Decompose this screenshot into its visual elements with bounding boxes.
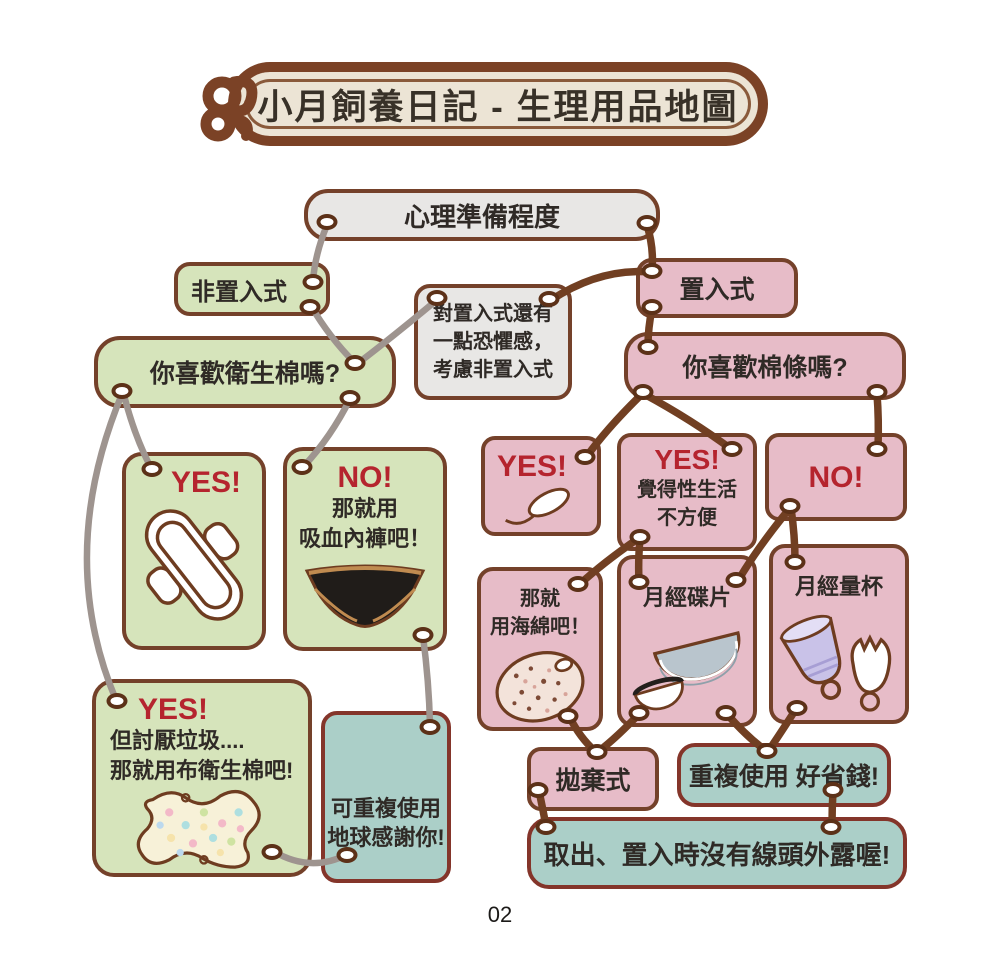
page-number: 02 [487,902,513,927]
grommet [629,529,651,545]
grommet [628,705,650,721]
sanitary-pad-icon [144,509,244,621]
node-line: 對置入式還有 [433,303,553,325]
node-label: 月經量杯 [794,574,883,599]
grommet [756,743,778,759]
grommet [419,719,441,735]
node-line: 那就用布衛生棉吧! [110,757,294,783]
grommet [535,819,557,835]
sponge-icon [495,651,585,723]
node-sponge: 那就 用海綿吧！ [477,567,603,731]
grommet [822,782,844,798]
grommet [632,384,654,400]
grommet [316,214,338,230]
node-label: 拋棄式 [555,767,631,795]
node-pad-yes: YES! [122,452,266,650]
period-underwear-icon [304,564,426,629]
grommet [567,576,589,592]
node-line: 覺得性生活 [637,478,737,501]
grommet [344,355,366,371]
node-line: 吸血內褲吧！ [298,525,431,551]
node-label: 你喜歡衛生棉嗎? [149,360,341,388]
grommet [779,498,801,514]
node-label: 心理準備程度 [403,201,560,232]
grommet [412,627,434,643]
answer-label: YES! [138,693,209,726]
title-banner: 小月飼養日記 - 生理用品地圖 [228,62,768,146]
node-label: 你喜歡棉條嗎? [682,354,848,382]
node-tampon-yes: YES! [481,436,601,536]
cloth-pad-icon [136,790,261,870]
node-label: 月經碟片 [642,585,731,610]
grommet [628,574,650,590]
grommet [786,700,808,716]
grommet [527,782,549,798]
grommet [866,384,888,400]
tampon-icon [504,487,570,525]
node-line: 考慮非置入式 [433,359,553,381]
grommet [641,263,663,279]
grommet [299,299,321,315]
grommet [725,572,747,588]
grommet [339,390,361,406]
node-label: 取出、置入時沒有線頭外露喔! [543,839,891,870]
node-no-string: 取出、置入時沒有線頭外露喔! [527,817,907,889]
grommet [106,693,128,709]
answer-label: NO! [808,460,864,494]
grommet [784,554,806,570]
grommet [141,461,163,477]
grommet [557,708,579,724]
node-label: 置入式 [679,276,755,304]
node-line: 用海綿吧！ [490,616,590,638]
grommet [721,441,743,457]
node-q-tampon: 你喜歡棉條嗎? [624,332,906,400]
answer-label: YES! [170,466,242,499]
grommet [586,744,608,760]
node-label: 非置入式 [191,278,287,306]
grommet [302,274,324,290]
grommet [426,290,448,306]
grommet [111,383,133,399]
answer-label: YES! [497,450,568,483]
grommet [636,215,658,231]
node-line: 一點恐懼感， [433,331,553,353]
grommet [866,441,888,457]
node-line: 那就 [520,588,560,610]
string [83,390,126,704]
menstrual-cup-icon [779,614,892,712]
grommet [820,819,842,835]
node-line: 不方便 [657,506,717,529]
grommet [261,844,283,860]
grommet [641,299,663,315]
grommet [574,449,596,465]
node-insert: 置入式 [636,258,798,318]
node-line: 地球感謝你! [327,825,445,851]
rope-knot-icon [200,75,258,142]
node-pad-no: NO! 那就用 吸血內褲吧！ [283,447,447,651]
node-line: 可重複使用 [330,795,441,821]
node-line: 但討厭垃圾.... [110,728,245,753]
node-cup: 月經量杯 [769,544,909,724]
grommet [637,339,659,355]
node-label: 重複使用 好省錢! [688,763,880,791]
answer-label: NO! [337,461,393,494]
node-line: 那就用 [331,496,398,521]
grommet [715,705,737,721]
grommet [291,459,313,475]
answer-label: YES! [654,444,720,475]
menstrual-disc-icon [632,630,741,710]
node-root: 心理準備程度 [304,189,660,241]
page-title: 小月飼養日記 - 生理用品地圖 [257,87,739,127]
node-reusable-money: 重複使用 好省錢! [677,743,891,807]
grommet [336,847,358,863]
grommet [538,291,560,307]
